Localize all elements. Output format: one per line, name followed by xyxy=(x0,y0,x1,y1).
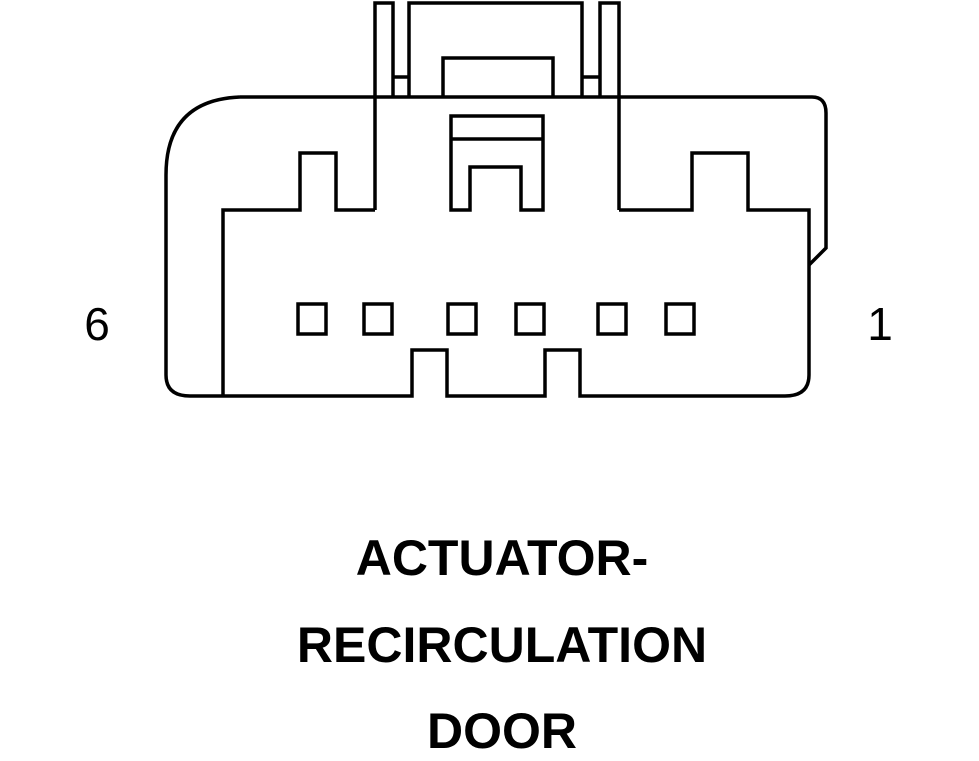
pin-cavity-5 xyxy=(362,302,394,336)
latch-window xyxy=(449,114,545,212)
pin-cavity-1 xyxy=(664,302,696,336)
pin-cavity-3 xyxy=(514,302,546,336)
pin-cavity-4 xyxy=(446,302,478,336)
pin-label-right: 1 xyxy=(867,298,893,350)
pin-cavity-6 xyxy=(296,302,328,336)
locking-tab xyxy=(373,1,621,210)
pin-label-left: 6 xyxy=(84,298,110,350)
caption-line-2: RECIRCULATION xyxy=(297,617,707,673)
connector-housing-outline xyxy=(164,95,828,398)
connector-face-outline xyxy=(221,151,811,398)
caption-line-1: ACTUATOR- xyxy=(356,530,649,586)
pin-cavity-2 xyxy=(596,302,628,336)
pin-cavities xyxy=(296,302,696,336)
caption-line-3: DOOR xyxy=(427,703,577,759)
